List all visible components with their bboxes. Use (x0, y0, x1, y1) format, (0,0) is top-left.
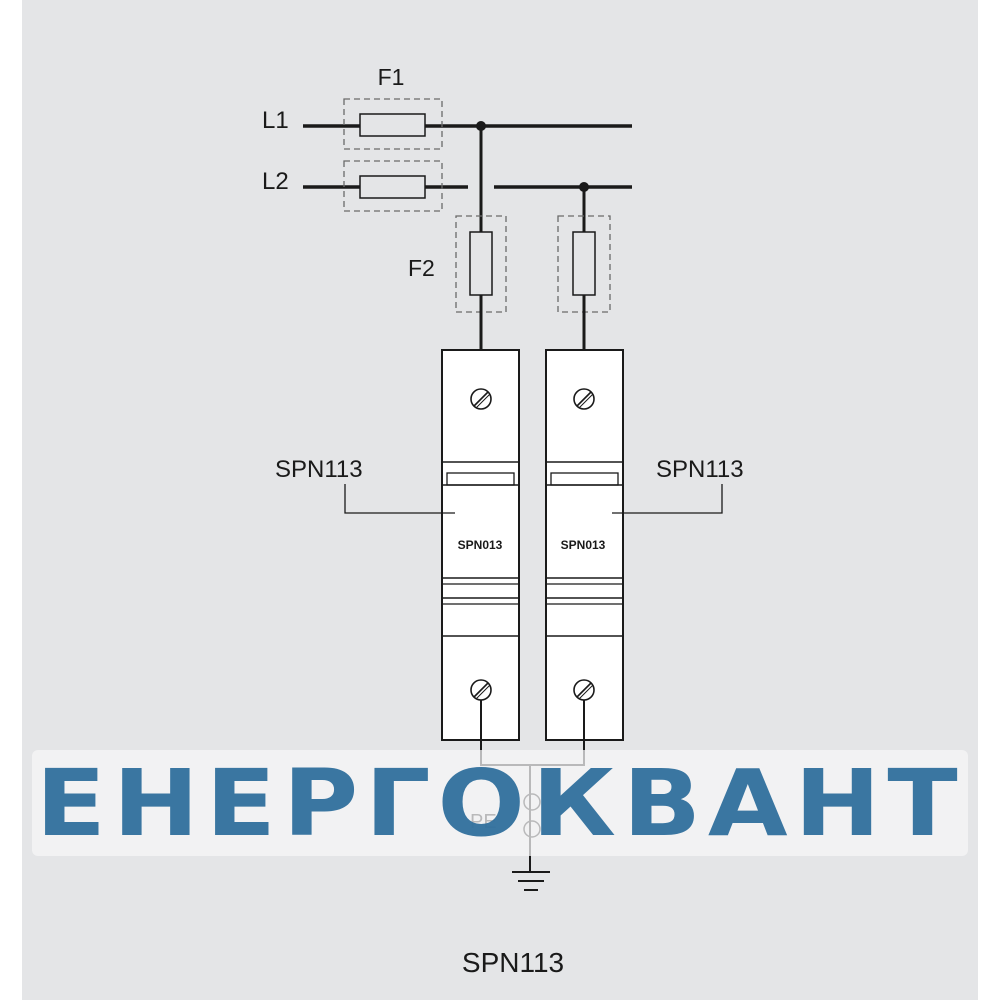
line-label-l1: L1 (262, 107, 289, 134)
module-text-right: SPN013 (561, 538, 606, 552)
diagram-caption: SPN113 (462, 947, 564, 978)
fuse-label-f1: F1 (378, 64, 405, 90)
line-label-l2: L2 (262, 168, 289, 195)
terminal-screw-icon (470, 388, 492, 410)
f1-enclosure-top (343, 98, 443, 150)
f2-fuse-left (469, 231, 493, 296)
leader-left (344, 484, 455, 514)
watermark-logo: ЕНЕРГОКВАНТ (35, 749, 965, 857)
ground-icon (512, 871, 550, 891)
f1-fuse-l2 (359, 175, 426, 199)
spd-module-right (545, 349, 624, 741)
f1-enclosure-bottom (343, 160, 443, 212)
fuse-label-f2: F2 (408, 255, 435, 281)
watermark-band (32, 750, 968, 856)
f2-fuse-right (572, 231, 596, 296)
leader-right (612, 484, 723, 514)
device-label-left: SPN113 (275, 456, 363, 483)
device-label-right: SPN113 (656, 456, 744, 483)
terminal-screw-icon (573, 388, 595, 410)
module-text-left: SPN013 (458, 538, 503, 552)
spd-module-left (441, 349, 520, 741)
f1-fuse-l1 (359, 113, 426, 137)
